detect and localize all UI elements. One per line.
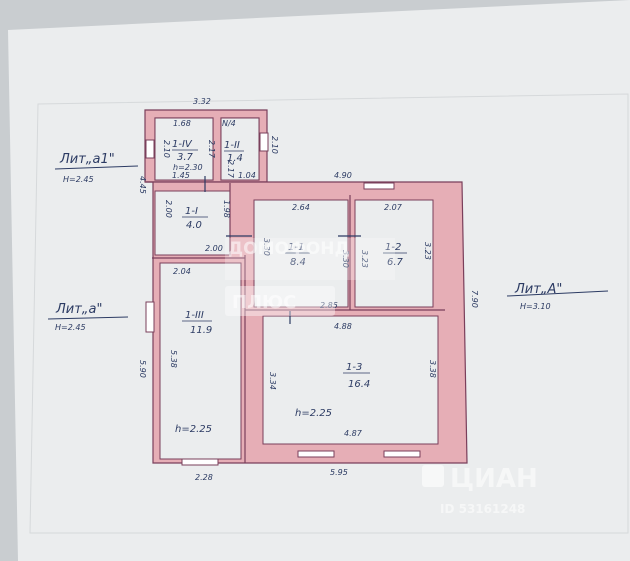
dim-ii-width: 1.04 — [238, 171, 256, 180]
dim-ii-label: N/4 — [222, 119, 236, 128]
lit-label-a: Лит„а" Н=2.45 — [47, 302, 129, 332]
room-1-2-id: 1-2 — [385, 242, 401, 253]
lit-a1-title: Лит„а1" — [59, 152, 115, 167]
room-1-ii-area: 1.4 — [227, 153, 243, 164]
dim-outer-left: 5.90 — [138, 360, 147, 378]
watermark-plus-text: ПЛЮС — [232, 292, 296, 313]
dim-bottom: 5.95 — [330, 468, 348, 477]
dim-ii-height: 2.17 — [207, 140, 216, 159]
dim-iv-bottom: 1.45 — [172, 171, 190, 180]
room-1-ii: 1-II 1.4 — [224, 140, 244, 164]
room-1-iv-height: h=2.30 — [173, 163, 203, 172]
room-1-iii: 1-III 11.9 h=2.25 — [175, 310, 212, 435]
watermark-cian: ЦИАН ID 53161248 — [422, 464, 538, 516]
dim-room1-width: 2.64 — [292, 203, 310, 212]
dim-iii-height: 5.38 — [169, 350, 178, 368]
room-1-iii-area: 11.9 — [190, 325, 212, 336]
dimension-labels: 3.32 1.68 N/4 1.45 1.04 2.10 2.17 2.17 4… — [138, 97, 479, 482]
dim-i-height-2: 1.98 — [222, 200, 231, 218]
partitions — [152, 183, 445, 463]
watermark-domofond-text: ДОМОФОНД — [228, 239, 350, 259]
cian-logo-icon — [422, 465, 444, 487]
room-interiors — [154, 117, 439, 460]
room-1-iv: 1-IV 3.7 h=2.30 — [172, 139, 203, 172]
lit-a-height: Н=2.45 — [55, 323, 86, 332]
door-marks — [204, 176, 361, 324]
paper-inner-frame — [29, 93, 629, 534]
room-1-iv-area: 3.7 — [177, 152, 194, 163]
watermark-cian-text: ЦИАН — [450, 464, 538, 494]
room-1-3-id: 1-3 — [346, 362, 362, 373]
room-1-i-id: 1-I — [185, 206, 198, 217]
watermark-domofond: ДОМОФОНД ПЛЮС — [225, 238, 395, 316]
dim-main-top: 4.90 — [334, 171, 352, 180]
dim-right-small: 2.10 — [270, 136, 279, 154]
room-1-1-area: 8.4 — [290, 257, 306, 268]
dim-i-width: 2.00 — [205, 244, 223, 253]
room-1-ii-id: 1-II — [224, 140, 240, 151]
dim-left-small: 4.45 — [138, 176, 147, 194]
lit-label-A: Лит„А" Н=3.10 — [506, 282, 609, 311]
lit-a1-height: Н=2.45 — [63, 175, 94, 184]
dim-iv-width: 1.68 — [173, 119, 191, 128]
room-1-3-height: h=2.25 — [295, 408, 332, 419]
room-1-2: 1-2 6.7 — [383, 242, 407, 268]
dim-iv-height: 2.10 — [162, 140, 171, 158]
dim-room2-width: 2.07 — [384, 203, 403, 212]
room-1-i: 1-I 4.0 — [182, 206, 208, 231]
windows — [145, 132, 421, 466]
dim-room1-height-2: 3.30 — [341, 250, 350, 268]
dim-ii-height-2: 2.17 — [226, 160, 235, 179]
dim-room1-bottom: 2.85 — [320, 301, 338, 310]
lit-label-a1: Лит„а1" Н=2.45 — [54, 152, 139, 184]
dim-bottom-left: 2.28 — [195, 473, 213, 482]
dim-outer-right: 7.90 — [470, 290, 479, 308]
dim-room1-height: 3.30 — [262, 238, 271, 256]
room-1-2-area: 6.7 — [387, 257, 404, 268]
dim-r3-width: 4.88 — [334, 322, 352, 331]
room-1-iii-id: 1-III — [185, 310, 204, 321]
dim-top: 3.32 — [193, 97, 211, 106]
room-1-1: 1-1 8.4 — [285, 242, 310, 268]
room-1-3: 1-3 16.4 h=2.25 — [295, 362, 370, 419]
lit-A-height: Н=3.10 — [520, 302, 551, 311]
dim-r3-height: 3.34 — [268, 372, 277, 390]
room-1-i-area: 4.0 — [186, 220, 202, 231]
dim-i-height: 2.00 — [164, 200, 173, 218]
dim-r3-bottom: 4.87 — [344, 429, 363, 438]
dim-room2-height-2: 3.23 — [423, 242, 432, 260]
watermark-cian-id: ID 53161248 — [440, 502, 525, 516]
dim-iii-width: 2.04 — [173, 267, 191, 276]
lit-a-title: Лит„а" — [55, 302, 102, 317]
dim-room2-height: 3.23 — [360, 250, 369, 268]
room-1-iv-id: 1-IV — [172, 139, 193, 150]
lit-A-title: Лит„А" — [514, 282, 562, 297]
room-1-3-area: 16.4 — [348, 379, 370, 390]
dim-r3-height-2: 3.38 — [428, 360, 437, 378]
room-1-iii-height: h=2.25 — [175, 424, 212, 435]
room-1-1-id: 1-1 — [288, 242, 304, 253]
